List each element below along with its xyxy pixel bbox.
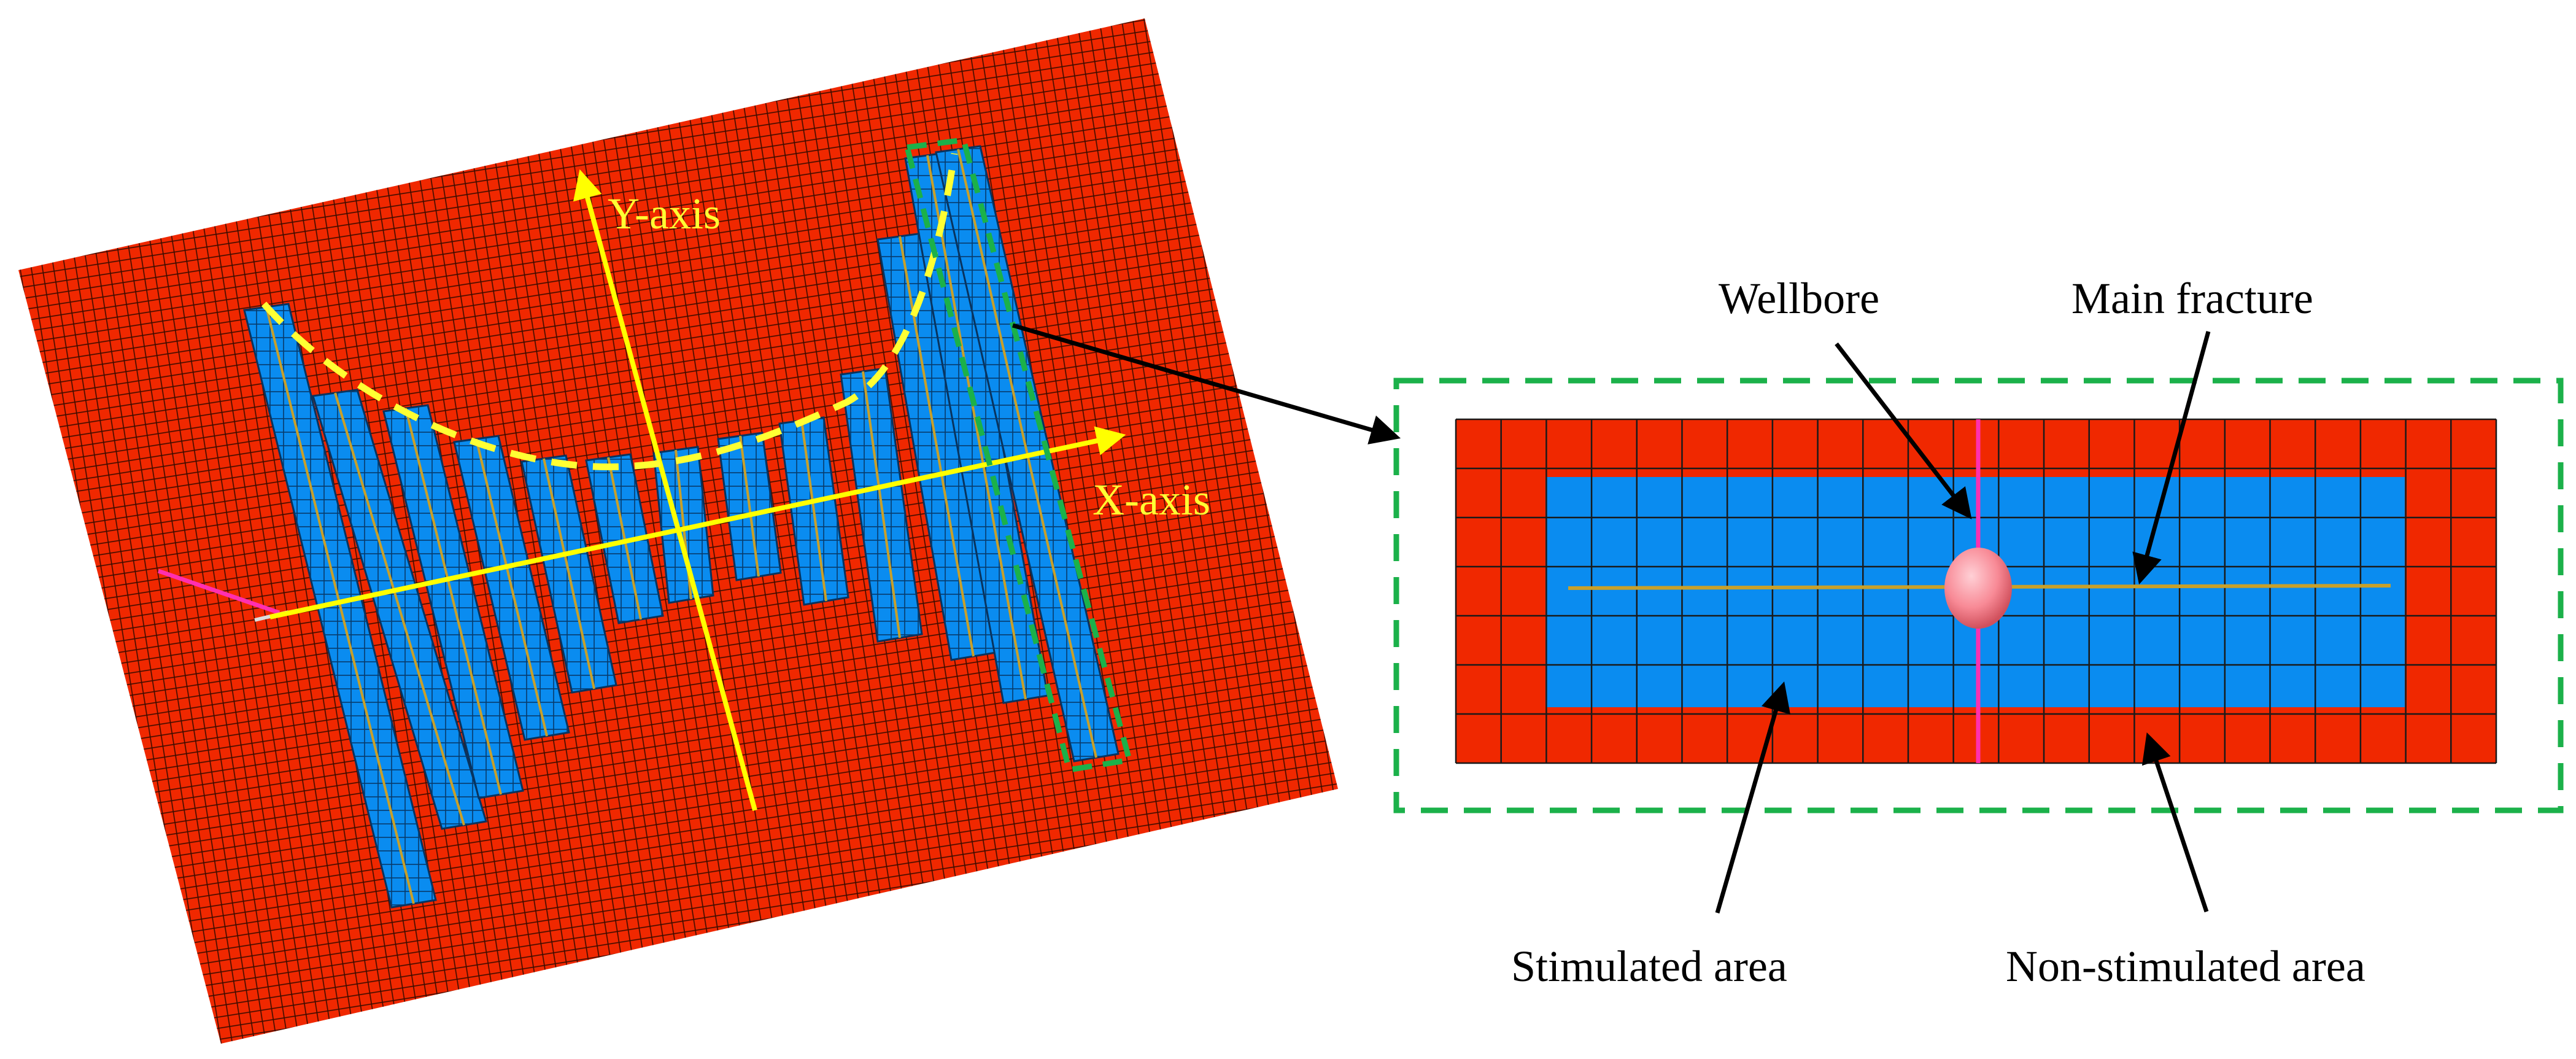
- detail-frame: [1393, 378, 2564, 813]
- stimulated-area-label: Stimulated area: [1511, 942, 1787, 991]
- x-axis-line: [269, 426, 1126, 619]
- wellbore-marker: [1944, 548, 2012, 629]
- fracture-stage-line-2: [334, 392, 465, 826]
- y-axis-label: Y-axis: [608, 189, 721, 238]
- non-stimulated-area-label: Non-stimulated area: [2006, 942, 2365, 991]
- selected-stage-box: [903, 137, 1133, 774]
- main-fracture-pointer: [2132, 331, 2211, 585]
- main-fracture-label: Main fracture: [2071, 274, 2313, 323]
- x-axis-label: X-axis: [1093, 475, 1210, 524]
- zoom-arrow: [1012, 323, 1401, 444]
- fracture-stage-line-10: [862, 371, 901, 638]
- wellbore-label: Wellbore: [1719, 274, 1879, 323]
- fracture-stage-line-3: [404, 408, 502, 795]
- stimulation-envelope-curve: [261, 153, 958, 470]
- fracture-stage-line-4: [475, 438, 548, 737]
- fracture-stage-line-1: [265, 306, 415, 904]
- stimulated-area-pointer: [1715, 681, 1790, 914]
- y-axis-line: [573, 169, 757, 812]
- non-stimulated-area-pointer: [2141, 732, 2209, 913]
- fracture-stage-line-6: [607, 457, 642, 620]
- fracture-stage-line-11: [899, 236, 975, 657]
- wellbore-pointer: [1835, 342, 1972, 519]
- wellbore-trajectory: [157, 568, 280, 615]
- reservoir-model: Y-axis X-axis: [18, 18, 1338, 1044]
- fracture-stage-line-9: [800, 420, 827, 602]
- fracture-stage-line-8: [739, 435, 760, 577]
- fracture-stage-line-5: [543, 458, 595, 689]
- fracture-stage-line-12: [926, 155, 1027, 700]
- detail-view: Wellbore Main fracture Stimulated area N…: [1393, 274, 2564, 991]
